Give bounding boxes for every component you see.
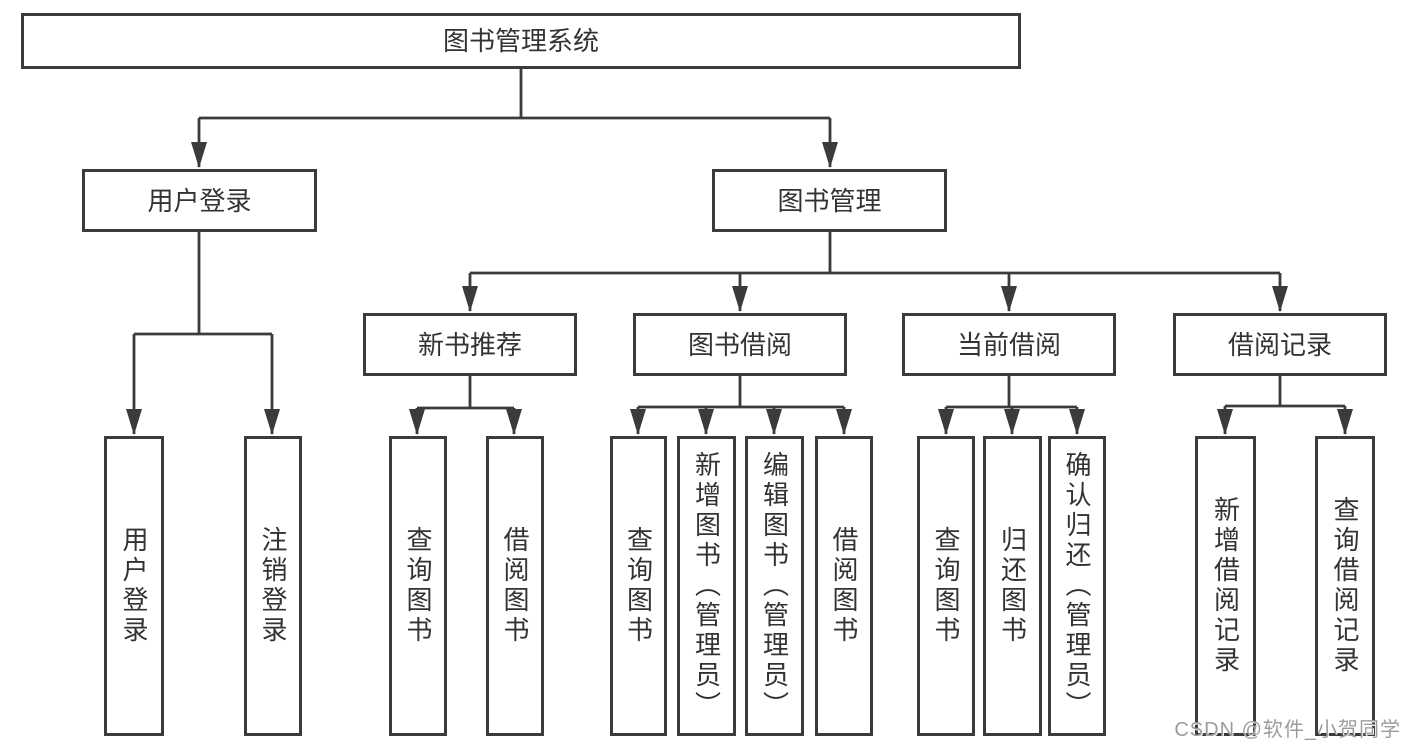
connector-segment (470, 232, 1280, 275)
leaf-user-login: 用户登录 (104, 436, 164, 736)
node-borrowing-records: 借阅记录 (1173, 313, 1387, 376)
leaf-br-query-record: 查询借阅记录 (1315, 436, 1375, 736)
leaf-bb-edit-books-admin: 编辑图书（管理员） (745, 436, 804, 736)
node-new-book-recommendation: 新书推荐 (363, 313, 577, 376)
connector-segment (134, 232, 272, 336)
connector-segment (1225, 376, 1345, 408)
leaf-nbr-borrow-books: 借阅图书 (486, 436, 544, 736)
node-current-borrowing: 当前借阅 (902, 313, 1116, 376)
csdn-watermark: CSDN @软件_小贺同学 (1174, 719, 1401, 741)
leaf-cb-query-books: 查询图书 (917, 436, 975, 736)
leaf-nbr-query-books: 查询图书 (389, 436, 447, 736)
leaf-cb-return-books: 归还图书 (983, 436, 1042, 736)
leaf-br-add-record: 新增借阅记录 (1195, 436, 1256, 736)
connector-segment (946, 376, 1077, 409)
node-book-management: 图书管理 (712, 169, 947, 232)
leaf-logout-login: 注销登录 (244, 436, 302, 736)
leaf-cb-confirm-return-admin: 确认归还（管理员） (1048, 436, 1106, 736)
node-book-borrowing: 图书借阅 (633, 313, 847, 376)
connector-segment (638, 376, 844, 409)
node-library-management-system: 图书管理系统 (21, 13, 1021, 69)
connector-rails (134, 69, 1345, 410)
leaf-bb-query-books: 查询图书 (610, 436, 667, 736)
leaf-bb-borrow-books: 借阅图书 (815, 436, 873, 736)
node-user-login: 用户登录 (82, 169, 317, 232)
connector-segment (199, 69, 830, 120)
connector-segment (417, 376, 514, 410)
leaf-bb-add-books-admin: 新增图书（管理员） (677, 436, 736, 736)
connector-arrows (126, 118, 1353, 435)
